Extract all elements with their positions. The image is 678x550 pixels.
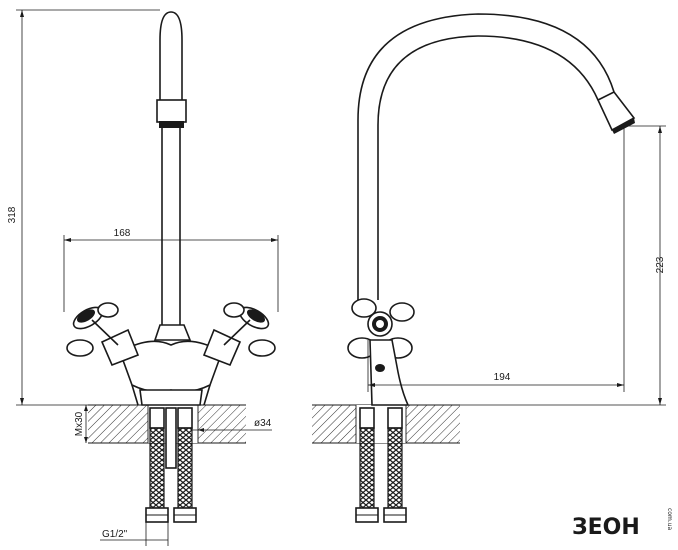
dim-height-total-label: 318 xyxy=(7,206,18,223)
dim-spout-height: 223 xyxy=(460,125,666,406)
front-body xyxy=(119,324,223,406)
dim-mount-thread-label: Mx30 xyxy=(74,411,85,436)
brand-logo: ЗЕОН com.ua xyxy=(572,508,673,540)
side-view: 223 194 xyxy=(312,13,666,523)
side-cross-handle xyxy=(347,298,415,406)
front-spout xyxy=(156,11,187,330)
right-cross-handle xyxy=(202,302,276,367)
front-hoses xyxy=(145,407,197,523)
dim-hose-thread-label: G1/2" xyxy=(102,529,128,540)
side-hoses xyxy=(355,407,407,523)
dim-mount-diameter-label: ø34 xyxy=(254,418,272,429)
dim-spout-height-label: 223 xyxy=(655,256,666,273)
dim-spread: 168 xyxy=(63,228,279,312)
dim-mount-diameter: ø34 xyxy=(192,418,272,432)
dim-spread-label: 168 xyxy=(114,228,131,239)
front-view: 318 168 Mx30 ø34 G1/2" xyxy=(7,9,279,546)
left-cross-handle xyxy=(66,302,140,367)
dim-height-total: 318 xyxy=(7,9,160,406)
dim-mount-thread: Mx30 xyxy=(74,405,88,443)
side-spout xyxy=(357,13,636,300)
countertop-side xyxy=(312,404,460,444)
dim-hose-thread: G1/2" xyxy=(100,522,169,546)
logo-text: ЗЕОН xyxy=(572,515,640,540)
dim-spout-reach: 194 xyxy=(367,126,625,392)
logo-suffix: com.ua xyxy=(666,508,673,531)
dim-spout-reach-label: 194 xyxy=(494,372,511,383)
